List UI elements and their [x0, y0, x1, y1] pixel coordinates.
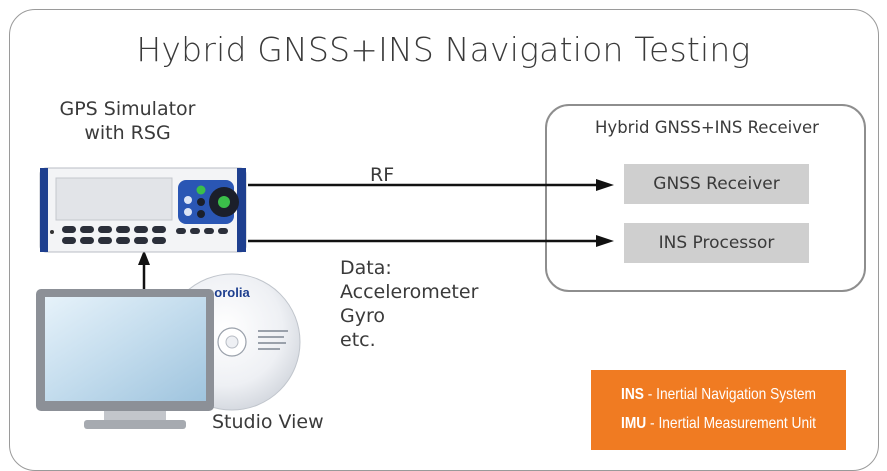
disc-brand: orolia — [214, 285, 250, 300]
legend-text: - Inertial Measurement Unit — [646, 415, 816, 432]
hybrid-receiver-title: Hybrid GNSS+INS Receiver — [595, 118, 819, 137]
legend-row-ins: INS - Inertial Navigation System — [609, 380, 828, 409]
gnss-receiver-box: GNSS Receiver — [624, 164, 809, 204]
rf-label: RF — [370, 164, 395, 186]
gps-simulator-label-line2: with RSG — [84, 122, 171, 144]
acronym-legend: INS - Inertial Navigation System IMU - I… — [591, 370, 846, 450]
legend-abbr: IMU — [620, 415, 647, 432]
page-title: Hybrid GNSS+INS Navigation Testing — [136, 30, 751, 69]
data-label-line: Data: — [340, 257, 392, 279]
legend-row-imu: IMU - Inertial Measurement Unit — [609, 409, 828, 438]
control-arrow — [138, 250, 150, 292]
legend-text: - Inertial Navigation System — [643, 386, 817, 403]
gps-simulator-label-line1: GPS Simulator — [59, 98, 196, 120]
legend-abbr: INS — [620, 386, 644, 403]
data-label-line: Accelerometer — [340, 281, 479, 303]
gps-simulator-device — [39, 167, 247, 253]
gps-simulator-label: GPS Simulator with RSG — [35, 97, 220, 145]
studio-view-label: Studio View — [212, 411, 324, 433]
data-label-line: etc. — [340, 329, 376, 351]
ins-processor-box: INS Processor — [624, 223, 809, 263]
data-label: Data: Accelerometer Gyro etc. — [340, 256, 478, 352]
rf-arrow — [248, 179, 614, 191]
data-label-line: Gyro — [340, 305, 385, 327]
monitor — [36, 289, 214, 429]
data-arrow — [248, 235, 614, 247]
